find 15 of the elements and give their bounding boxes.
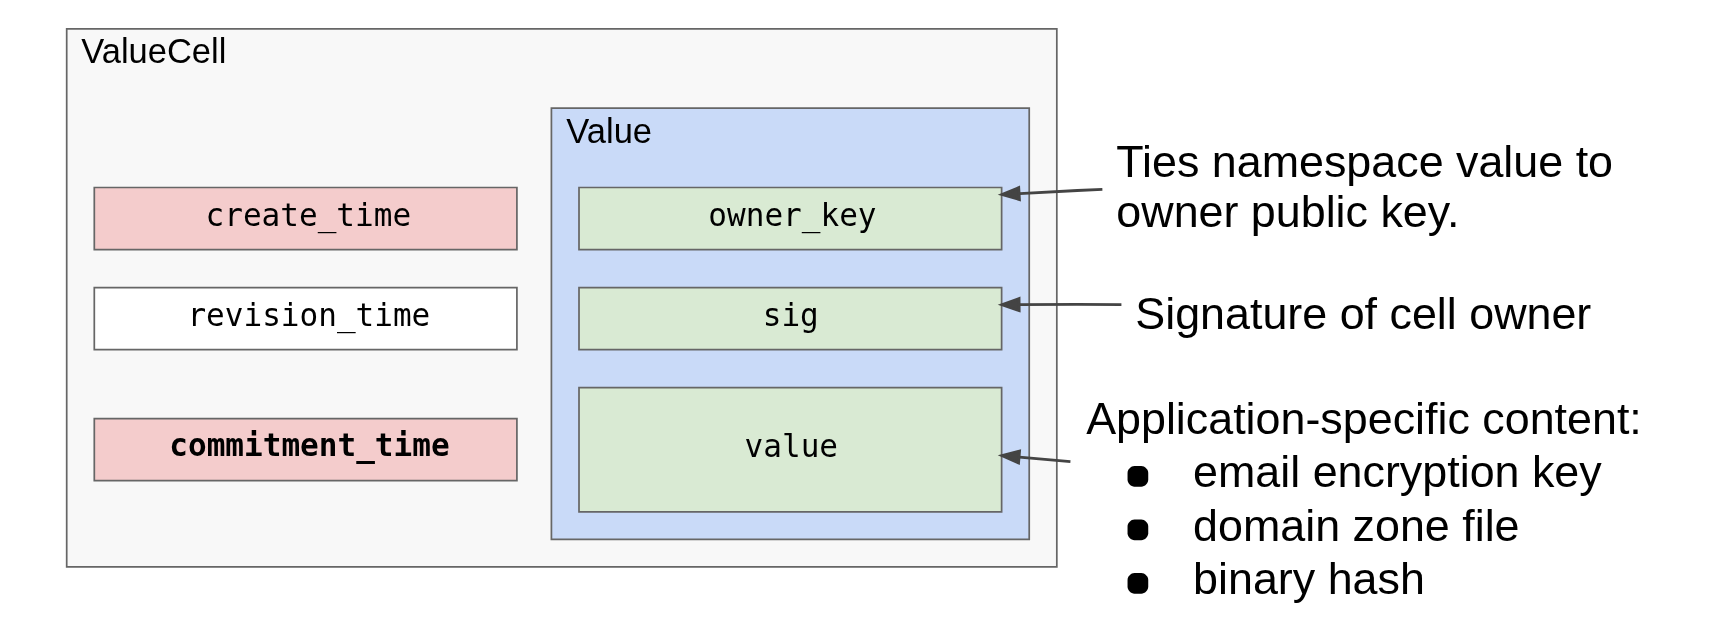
- node-label: binary hash: [1192, 553, 1425, 605]
- node-box: owner_key: [577, 186, 1002, 251]
- arrow: [997, 185, 1102, 202]
- node-text: Signature of cell owner: [1134, 288, 1591, 340]
- node-text: Ties namespace value to owner public key.: [1115, 135, 1613, 237]
- node-box: commitment_time: [92, 417, 518, 482]
- node-box: sig: [577, 286, 1002, 351]
- node-label: domain zone file: [1192, 499, 1520, 551]
- arrow: [997, 296, 1121, 313]
- node-label: email encryption key: [1192, 446, 1602, 498]
- node-box: value: [577, 386, 1002, 513]
- node-label: Application-specific content:: [1085, 392, 1642, 444]
- node-box: revision_time: [92, 286, 518, 351]
- node-box: create_time: [92, 186, 518, 251]
- arrow: [997, 449, 1071, 466]
